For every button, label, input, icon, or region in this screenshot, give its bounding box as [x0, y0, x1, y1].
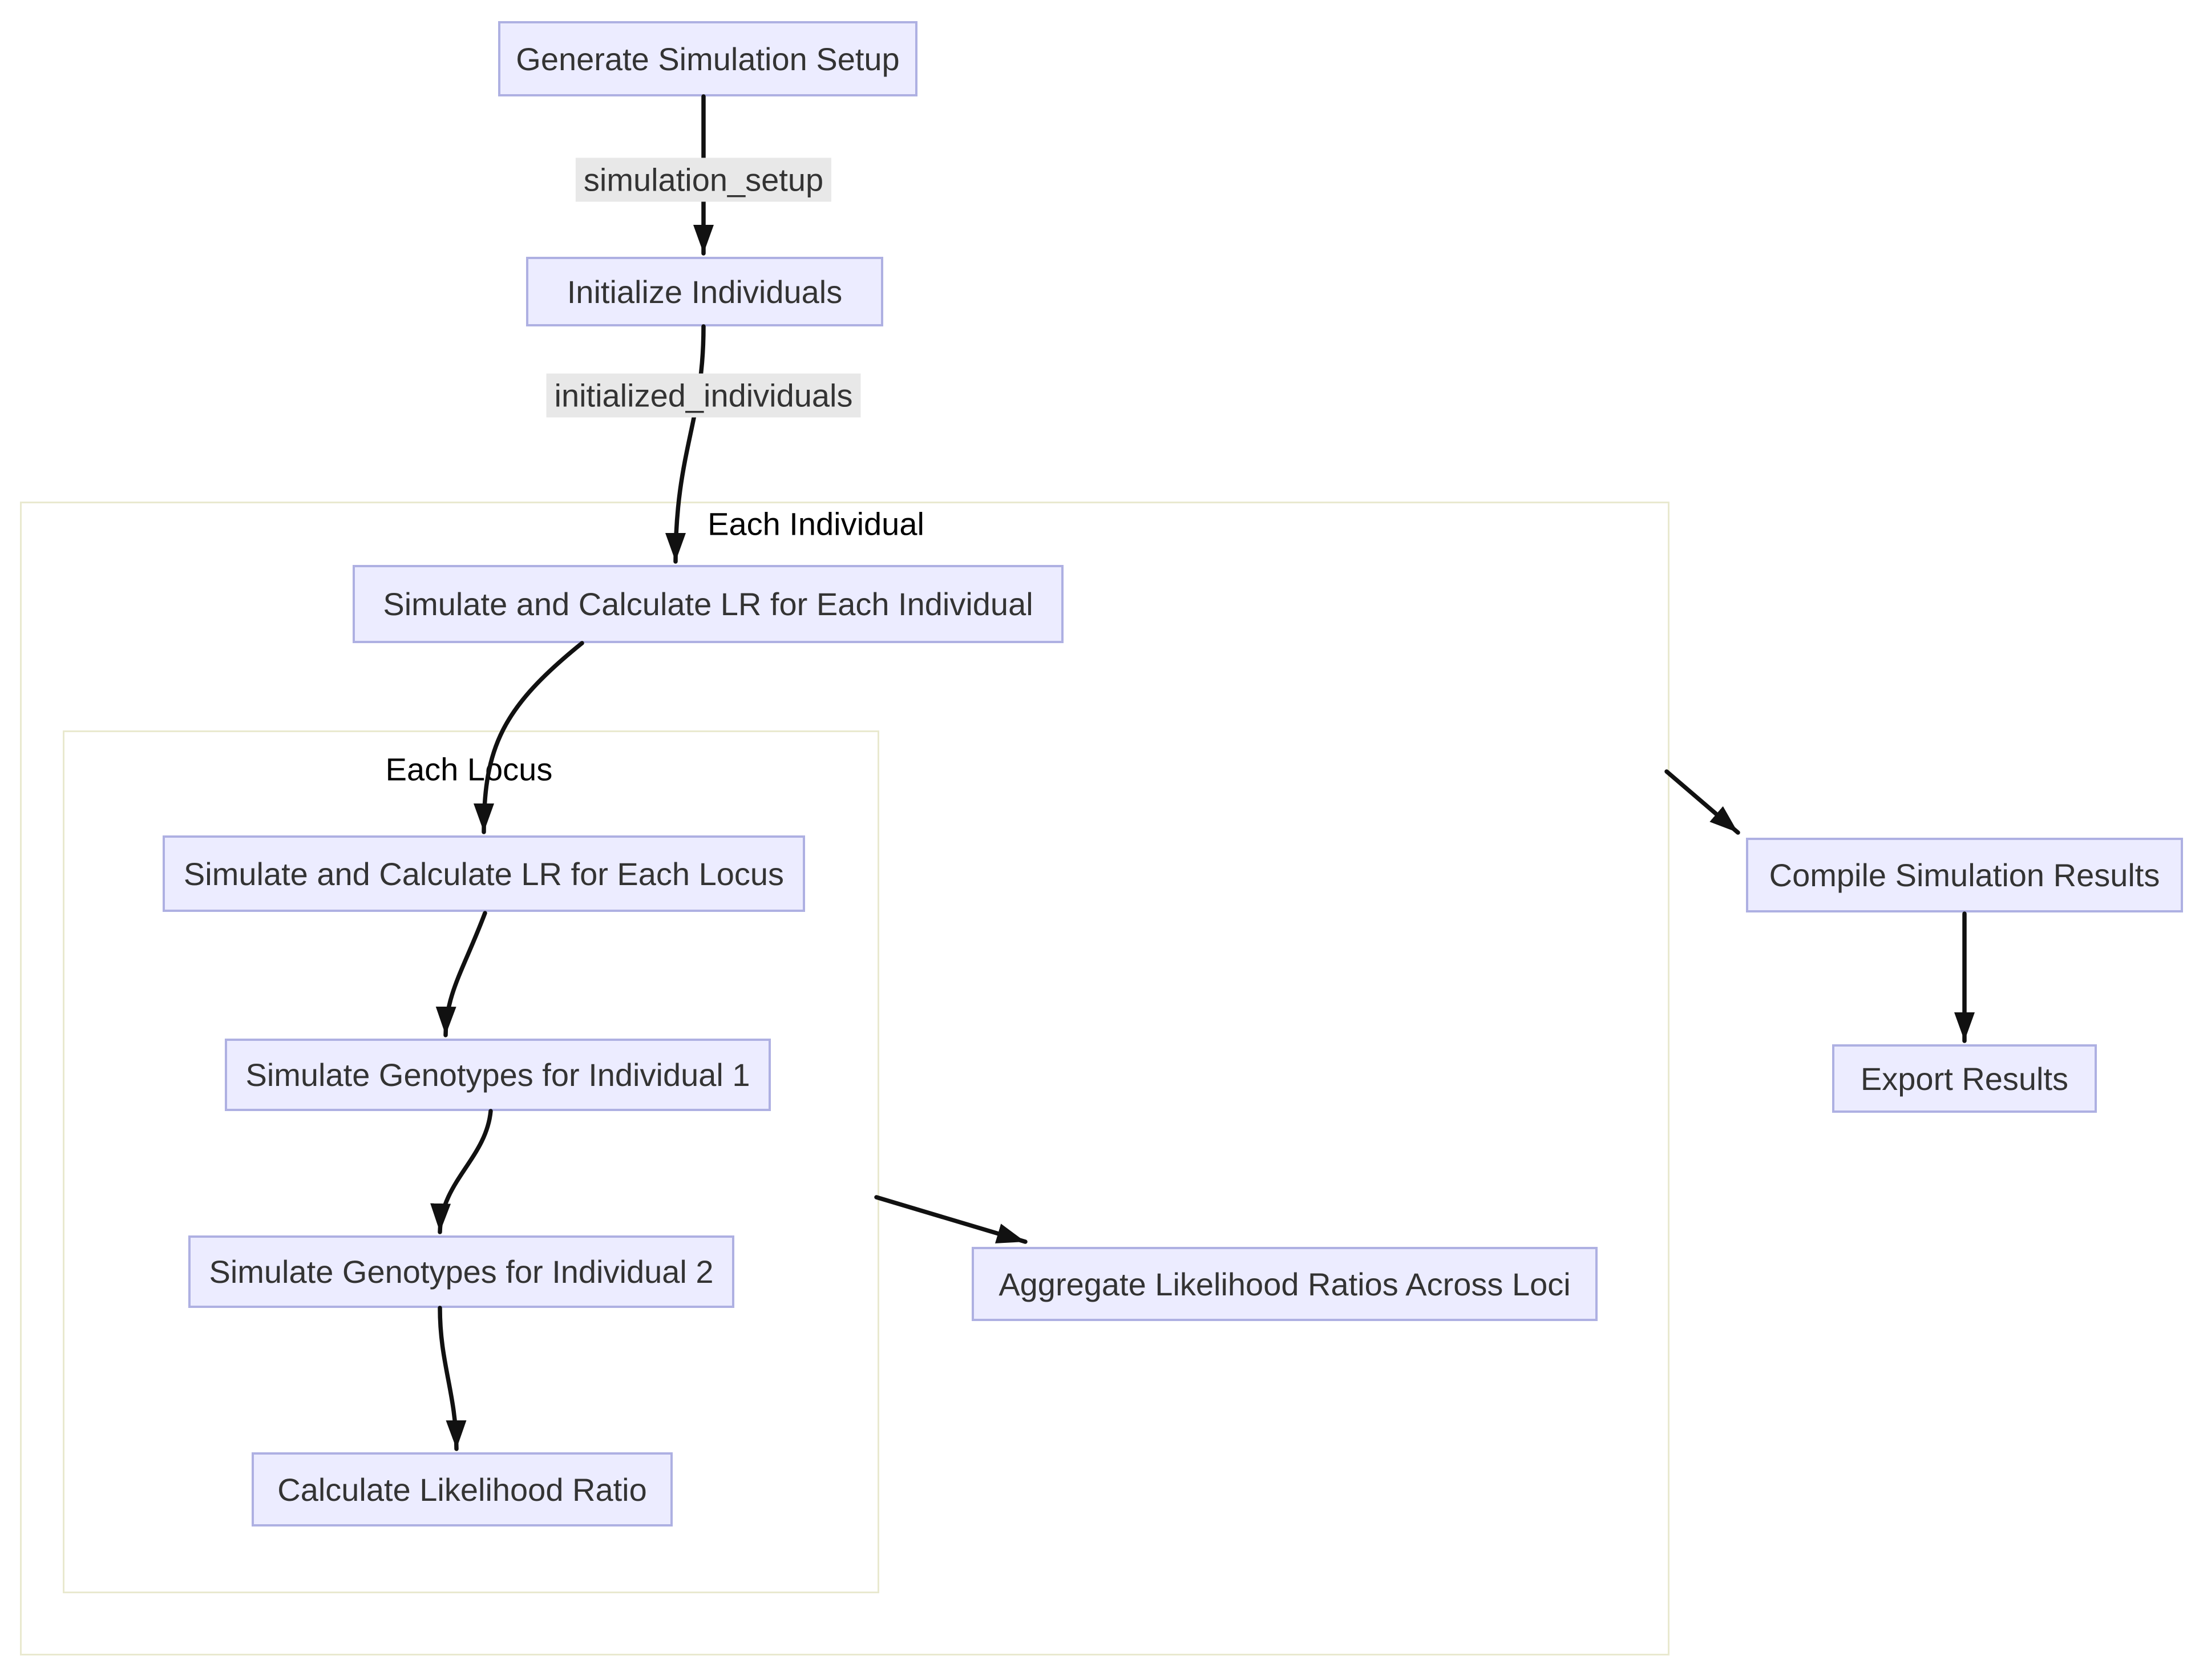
cluster-title-each-locus: Each Locus	[385, 751, 553, 788]
node-simulate-genotypes-individual-2: Simulate Genotypes for Individual 2	[188, 1235, 734, 1308]
node-simulate-genotypes-individual-1: Simulate Genotypes for Individual 1	[225, 1039, 771, 1111]
node-initialize-individuals: Initialize Individuals	[526, 257, 883, 326]
edge-individual-cluster-to-compile	[1664, 769, 1740, 835]
cluster-each-locus	[63, 730, 879, 1593]
node-aggregate-likelihood-ratios: Aggregate Likelihood Ratios Across Loci	[972, 1247, 1598, 1321]
node-export-results: Export Results	[1832, 1044, 2097, 1113]
cluster-each-individual	[20, 502, 1669, 1655]
edge-label-simulation-setup: simulation_setup	[575, 158, 832, 202]
edge-label-initialized-individuals: initialized_individuals	[546, 373, 861, 418]
node-simulate-calc-lr-locus: Simulate and Calculate LR for Each Locus	[163, 835, 805, 912]
node-calculate-likelihood-ratio: Calculate Likelihood Ratio	[252, 1452, 673, 1526]
node-compile-simulation-results: Compile Simulation Results	[1746, 838, 2183, 912]
cluster-title-each-individual: Each Individual	[708, 506, 924, 542]
node-simulate-calc-lr-individual: Simulate and Calculate LR for Each Indiv…	[353, 565, 1064, 643]
node-generate-simulation-setup: Generate Simulation Setup	[498, 21, 917, 96]
